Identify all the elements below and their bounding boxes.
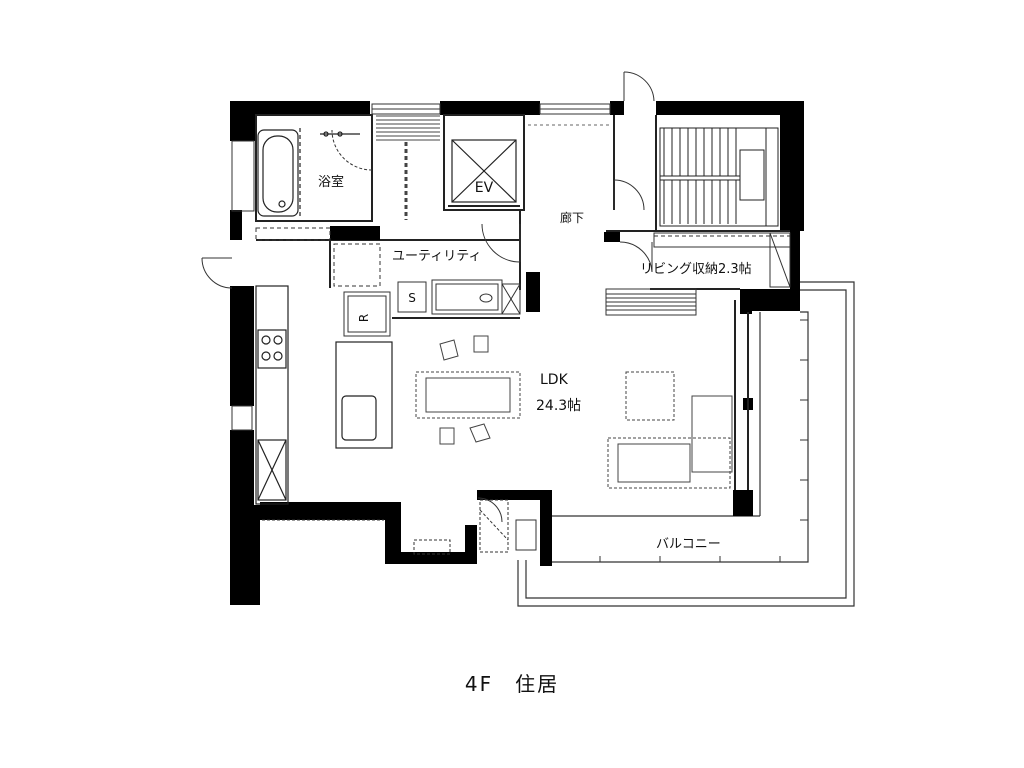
storage-label: リビング収納2.3帖 xyxy=(640,262,752,277)
bath-label: 浴室 xyxy=(318,174,344,190)
shelf-hatching xyxy=(376,115,440,220)
windows xyxy=(231,103,611,431)
balcony-railing-ticks xyxy=(599,319,808,562)
fridge-label: R xyxy=(357,314,371,322)
lower-closet xyxy=(262,499,537,555)
bathtub xyxy=(257,128,360,217)
wall-stubs xyxy=(330,226,620,312)
doors xyxy=(201,71,655,523)
ldk-label: LDK xyxy=(540,372,569,388)
elevator-shaft xyxy=(448,139,520,207)
dining-set xyxy=(415,335,521,445)
balcony-label: バルコニー xyxy=(656,537,721,552)
ev-label: EV xyxy=(475,180,494,196)
floor-use: 住居 xyxy=(515,672,560,696)
staircase xyxy=(659,127,779,227)
exterior-walls xyxy=(230,101,804,605)
utility-fixtures xyxy=(255,227,521,337)
corridor-label: 廊下 xyxy=(560,210,584,225)
storage-shelves xyxy=(605,232,791,316)
ldk-area-label: 24.3帖 xyxy=(536,398,581,414)
living-furniture xyxy=(607,371,733,489)
floor-number: 4F xyxy=(464,672,494,696)
balcony-railing xyxy=(517,281,855,607)
kitchen-counter xyxy=(255,285,393,505)
floor-caption: 4F 住居 xyxy=(0,668,1024,697)
sink-label: S xyxy=(408,291,416,305)
utility-label: ユーティリティ xyxy=(392,249,481,264)
